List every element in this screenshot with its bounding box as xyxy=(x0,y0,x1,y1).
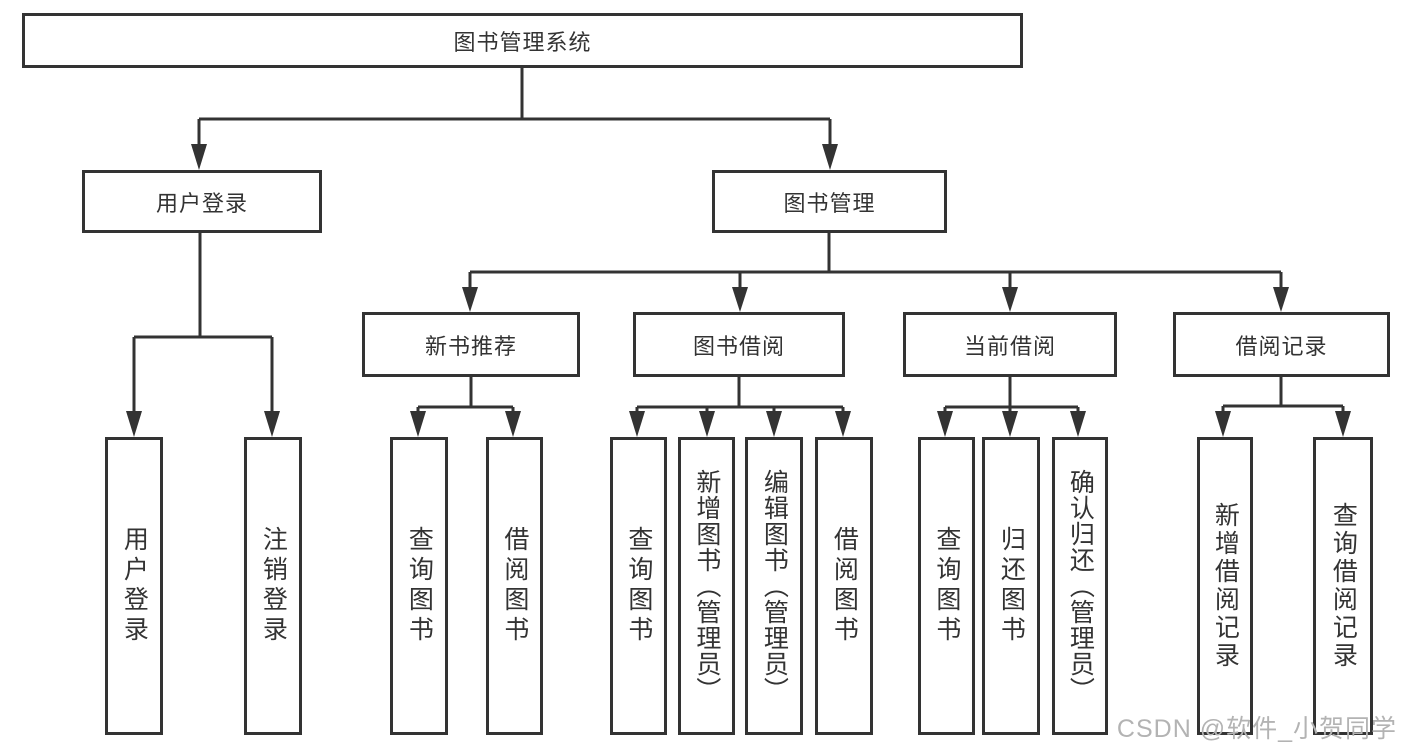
leaf-label: 编辑图书（管理员） xyxy=(760,469,789,703)
node-root-system: 图书管理系统 xyxy=(22,13,1023,68)
leaf-query-books-1: 查询图书 xyxy=(390,437,448,735)
leaf-add-borrow-record: 新增借阅记录 xyxy=(1197,437,1253,735)
node-current-borrow: 当前借阅 xyxy=(903,312,1117,377)
leaf-label: 借阅图书 xyxy=(500,526,529,646)
node-book-borrow: 图书借阅 xyxy=(633,312,845,377)
leaf-label: 注销登录 xyxy=(259,526,288,646)
leaf-edit-books-admin: 编辑图书（管理员） xyxy=(745,437,803,735)
leaf-return-books: 归还图书 xyxy=(982,437,1040,735)
leaf-logout: 注销登录 xyxy=(244,437,302,735)
node-user-login: 用户登录 xyxy=(82,170,322,233)
leaf-label: 归还图书 xyxy=(997,526,1026,646)
node-book-management: 图书管理 xyxy=(712,170,947,233)
leaf-label: 查询图书 xyxy=(932,526,961,646)
leaf-label: 确认归还（管理员） xyxy=(1066,469,1095,703)
leaf-label: 查询借阅记录 xyxy=(1329,502,1358,670)
leaf-query-books-2: 查询图书 xyxy=(610,437,667,735)
leaf-label: 用户登录 xyxy=(120,526,149,646)
leaf-borrow-books-2: 借阅图书 xyxy=(815,437,873,735)
leaf-add-books-admin: 新增图书（管理员） xyxy=(678,437,735,735)
leaf-label: 借阅图书 xyxy=(830,526,859,646)
leaf-borrow-books-1: 借阅图书 xyxy=(486,437,543,735)
leaf-label: 查询图书 xyxy=(405,526,434,646)
leaf-query-borrow-record: 查询借阅记录 xyxy=(1313,437,1373,735)
leaf-query-books-3: 查询图书 xyxy=(918,437,975,735)
leaf-user-login: 用户登录 xyxy=(105,437,163,735)
leaf-label: 新增借阅记录 xyxy=(1211,502,1240,670)
leaf-label: 查询图书 xyxy=(624,526,653,646)
leaf-confirm-return-admin: 确认归还（管理员） xyxy=(1052,437,1108,735)
node-borrow-records: 借阅记录 xyxy=(1173,312,1390,377)
leaf-label: 新增图书（管理员） xyxy=(692,469,721,703)
node-new-book-recommend: 新书推荐 xyxy=(362,312,580,377)
